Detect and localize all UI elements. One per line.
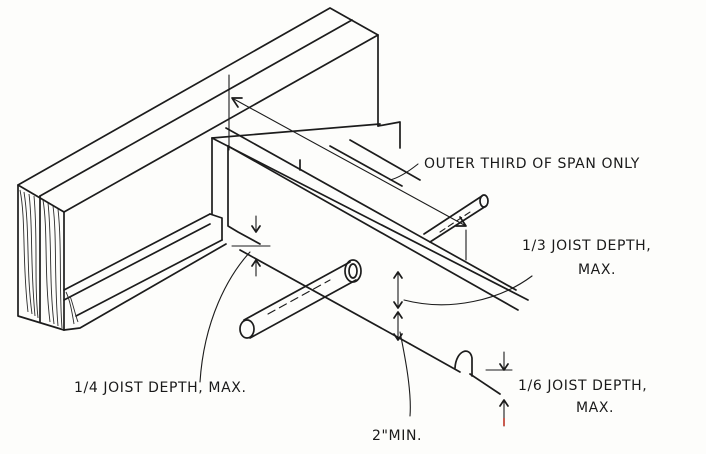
joist xyxy=(211,123,529,395)
sixth-depth-dimension xyxy=(485,351,513,427)
third-depth-label-line1: 1/3 JOIST DEPTH, xyxy=(522,238,651,254)
pipe-upper xyxy=(423,194,489,243)
leaders xyxy=(199,163,533,417)
quarter-depth-dimension xyxy=(231,215,271,277)
pipe-lower xyxy=(239,259,362,339)
two-inch-min-label: 2"MIN. xyxy=(372,428,422,444)
sixth-depth-label-line1: 1/6 JOIST DEPTH, xyxy=(518,378,647,394)
third-depth-label-line2: MAX. xyxy=(578,262,616,278)
sixth-depth-label-line2: MAX. xyxy=(576,400,614,416)
third-depth-dimension xyxy=(393,271,403,309)
outer-third-label: OUTER THIRD OF SPAN ONLY xyxy=(424,156,640,172)
girder xyxy=(17,7,401,331)
quarter-depth-label: 1/4 JOIST DEPTH, MAX. xyxy=(74,380,247,396)
span-dimension xyxy=(228,74,467,261)
